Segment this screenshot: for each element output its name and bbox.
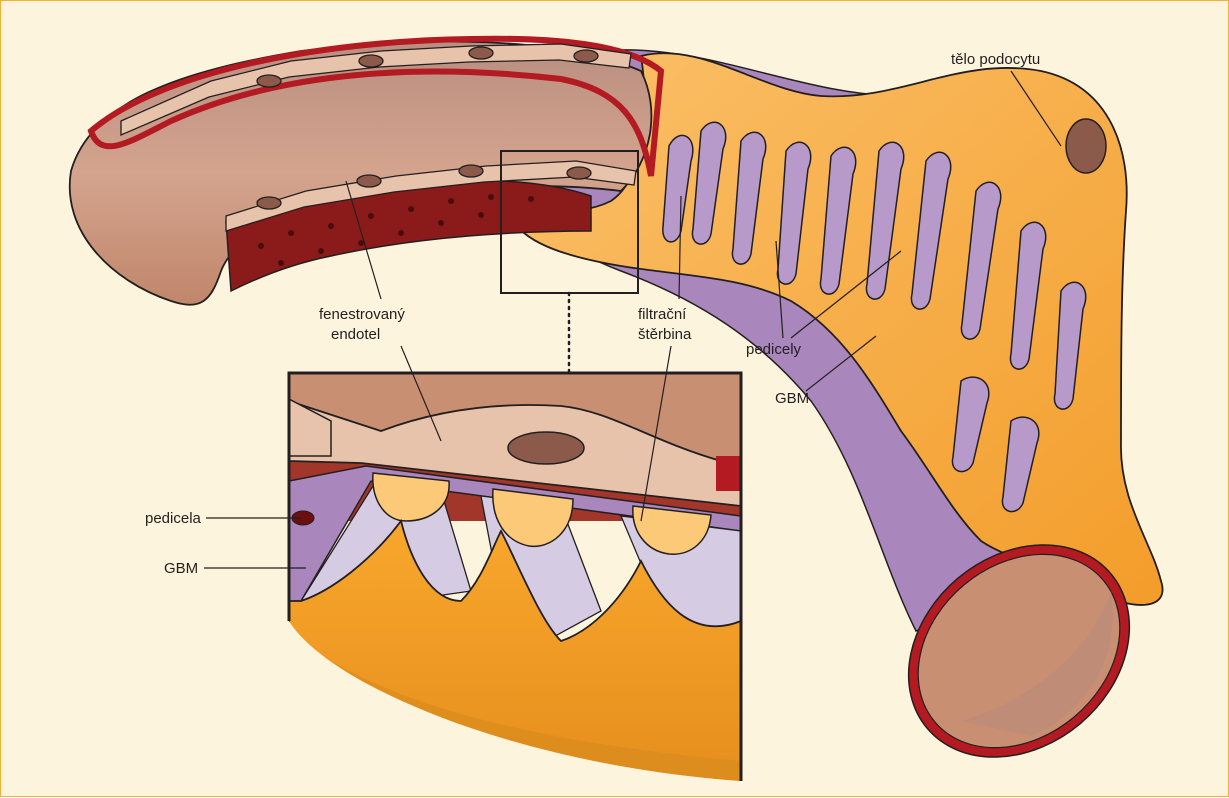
label-endotel-text: endotel [331, 326, 380, 343]
label-pedicela: pedicela [145, 510, 301, 527]
label-fenestrovany-text: fenestrovaný [319, 306, 405, 323]
label-sterbina-text: štěrbina [638, 326, 692, 343]
label-gbm-main-text: GBM [775, 390, 809, 407]
label-filtracni-text: filtrační [638, 306, 687, 323]
label-gbm-inset: GBM [164, 560, 306, 577]
podocyte-nucleus [1066, 119, 1106, 173]
label-gbm-inset-text: GBM [164, 560, 198, 577]
label-pedicela-text: pedicela [145, 510, 202, 527]
label-telo-podocytu-text: tělo podocytu [951, 51, 1040, 68]
label-pedicely-text: pedicely [746, 341, 802, 358]
inset-magnification [289, 373, 741, 793]
inset-endothelial-nucleus [508, 432, 584, 464]
